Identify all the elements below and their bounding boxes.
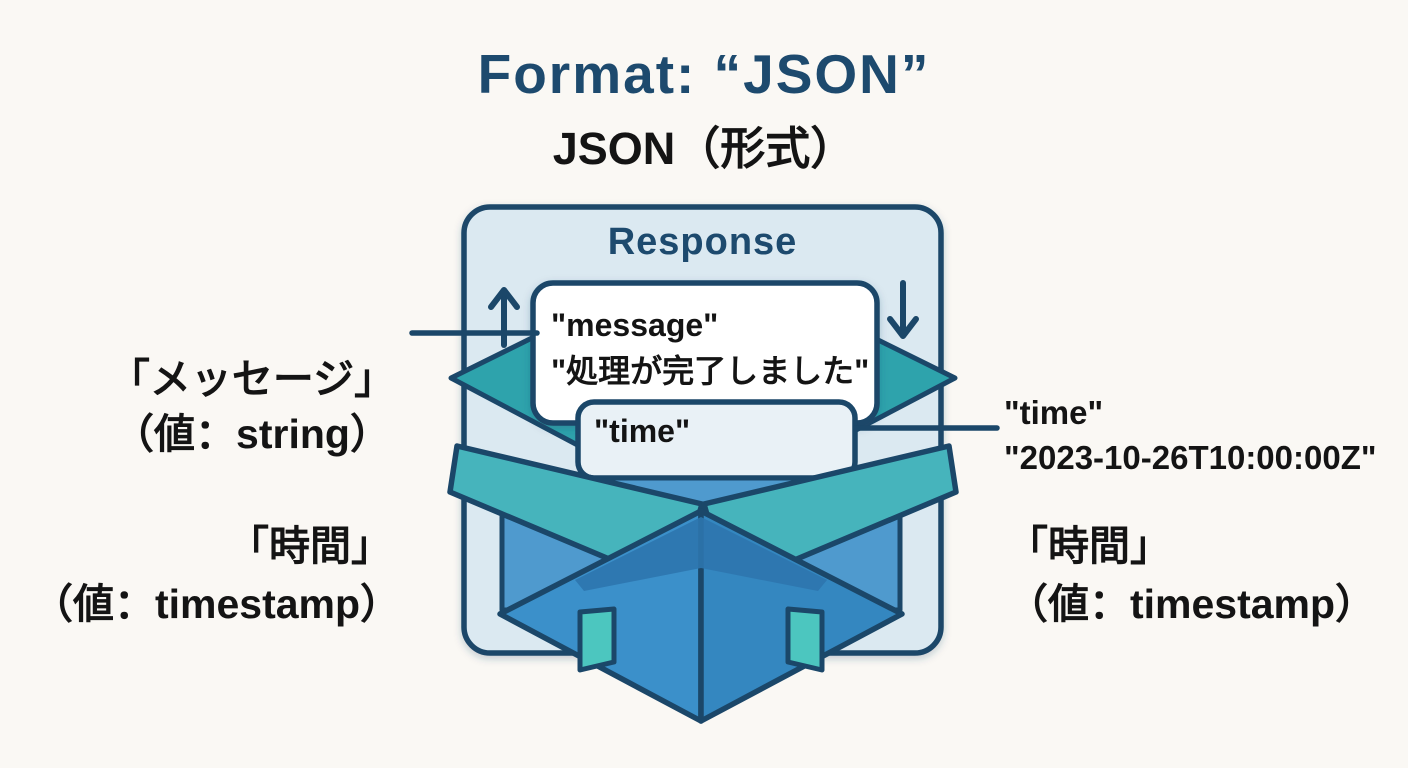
label-time-type-left: （値：timestamp）	[32, 581, 402, 627]
down-arrow-icon	[887, 280, 919, 339]
time-key: "time"	[594, 413, 691, 449]
label-time-type-right: （値：timestamp）	[1007, 581, 1377, 627]
message-card-text: "message" "処理が完了しました"	[551, 302, 869, 394]
label-time-key: "time"	[1004, 394, 1104, 431]
label-message-name: 「メッセージ」	[108, 356, 396, 402]
box-opening-shadow	[575, 517, 827, 591]
label-time-annotation-left: 「時間」 （値：timestamp）	[32, 517, 402, 633]
label-message-annotation: 「メッセージ」 （値：string）	[72, 352, 432, 462]
label-time-value: "2023-10-26T10:00:00Z"	[1004, 439, 1377, 476]
box-tag-left	[577, 606, 617, 673]
label-time-example: "time" "2023-10-26T10:00:00Z"	[1004, 390, 1377, 480]
page-title: Format: “JSON”	[477, 43, 931, 105]
box-tag-right	[785, 606, 825, 673]
label-message-type: （値：string）	[113, 411, 391, 457]
label-time-name-left: 「時間」	[228, 523, 392, 569]
response-container-label: Response	[607, 221, 798, 263]
message-key: "message"	[551, 307, 719, 343]
label-time-annotation-right: 「時間」 （値：timestamp）	[1007, 517, 1376, 633]
up-arrow-icon	[488, 287, 520, 348]
time-card-text: "time"	[594, 408, 690, 454]
message-value: "処理が完了しました"	[551, 353, 870, 389]
label-time-name-right: 「時間」	[1007, 523, 1171, 569]
page-subtitle: JSON（形式）	[552, 123, 856, 174]
